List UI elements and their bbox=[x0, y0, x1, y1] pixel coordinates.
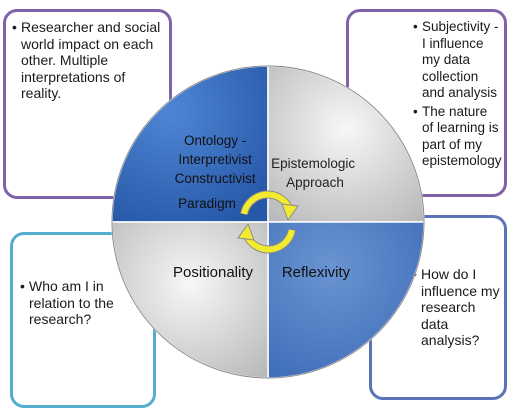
bullet-item: Who am I in relation to the research? bbox=[20, 278, 147, 328]
bullet-item: Subjectivity - I influence my data colle… bbox=[413, 19, 500, 102]
positionality-label: Positionality bbox=[173, 264, 254, 281]
epistemology-label: Epistemologic Approach bbox=[271, 156, 359, 190]
bottom-left-list: Who am I in relation to the research? bbox=[20, 278, 147, 328]
bottom-left-box: Who am I in relation to the research? bbox=[10, 232, 156, 408]
bullet-item: The nature of learning is part of my epi… bbox=[413, 104, 502, 170]
bullet-item: How do I influence my research data anal… bbox=[412, 266, 500, 349]
top-left-box: Researcher and social world impact on ea… bbox=[3, 9, 172, 199]
bullet-item: Researcher and social world impact on ea… bbox=[12, 19, 163, 102]
top-right-list: Subjectivity - I influence my data colle… bbox=[413, 19, 502, 170]
quadrant-positionality bbox=[111, 221, 269, 379]
top-left-list: Researcher and social world impact on ea… bbox=[12, 19, 163, 102]
reflexivity-label: Reflexivity bbox=[282, 264, 351, 281]
cycle-arrows-icon bbox=[237, 190, 299, 254]
quadrant-epistemology bbox=[267, 65, 425, 223]
ontology-label: Ontology - Interpretivist Constructivist… bbox=[175, 133, 260, 211]
quadrant-reflexivity bbox=[267, 221, 425, 379]
bottom-right-list: How do I influence my research data anal… bbox=[412, 266, 500, 349]
